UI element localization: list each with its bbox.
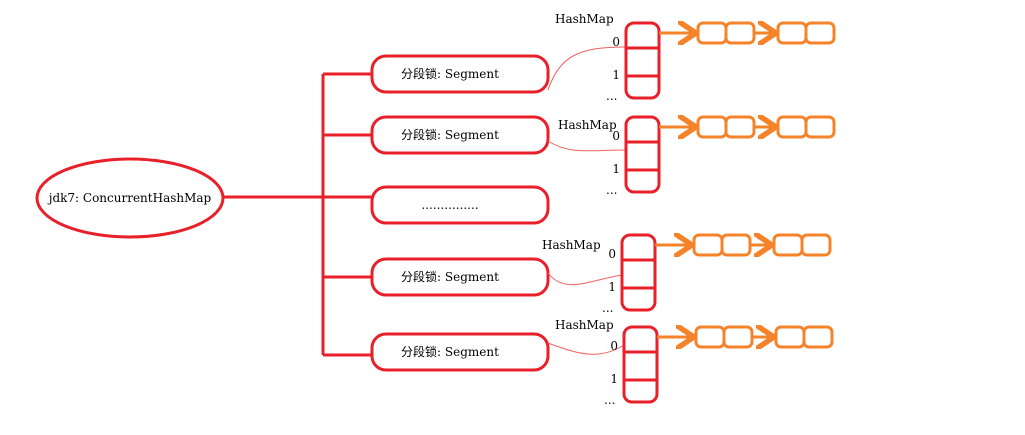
segment-node: 分段锁: Segment HashMap 0 1...	[370, 233, 832, 315]
segment-to-hashmap-link	[547, 140, 627, 152]
segment-placeholder: ...............	[370, 185, 550, 225]
segment-label: 分段锁: Segment	[401, 66, 499, 81]
bucket-index: 1	[608, 280, 616, 294]
list-node	[776, 115, 808, 139]
hashmap-label: HashMap	[542, 238, 601, 252]
list-node	[804, 21, 836, 45]
segment-label: 分段锁: Segment	[401, 127, 499, 142]
linked-list	[655, 233, 832, 257]
hashmap: HashMap 0 1...	[542, 233, 832, 315]
hashmap-table	[620, 233, 657, 312]
bucket-ellipsis: ...	[606, 89, 617, 103]
list-node	[722, 325, 754, 349]
list-node	[724, 21, 756, 45]
hashmap-table	[624, 115, 661, 194]
hashmap: HashMap 0 1...	[547, 318, 834, 407]
list-node	[724, 115, 756, 139]
list-node	[776, 21, 808, 45]
hashmap-label: HashMap	[555, 318, 614, 332]
segment-box	[370, 185, 550, 225]
segment-box	[370, 115, 550, 155]
segment-node: 分段锁: Segment HashMap 0 1...	[370, 12, 836, 103]
segment-box	[370, 332, 550, 372]
list-node	[774, 325, 806, 349]
segment-to-hashmap-link	[547, 46, 627, 91]
segment-to-hashmap-link	[547, 342, 625, 355]
list-node	[802, 325, 834, 349]
bucket-index: 1	[610, 372, 618, 386]
bucket-index: 0	[612, 129, 620, 143]
root-node: jdk7: ConcurrentHashMap	[35, 157, 225, 239]
hashmap-label: HashMap	[558, 118, 617, 132]
list-node	[696, 21, 728, 45]
segment-node: 分段锁: Segment HashMap 0 1...	[370, 318, 834, 407]
segment-box	[370, 54, 550, 94]
linked-list	[659, 21, 836, 45]
root-label: jdk7: ConcurrentHashMap	[47, 191, 212, 205]
linked-list	[657, 325, 834, 349]
hashmap-label: HashMap	[555, 12, 614, 26]
bucket-index: 0	[612, 35, 620, 49]
segment-to-hashmap-link	[547, 272, 623, 286]
list-node	[772, 233, 804, 257]
segment-label: 分段锁: Segment	[401, 269, 499, 284]
bucket-index: 1	[612, 68, 620, 82]
hashmap: HashMap 0 1...	[547, 12, 836, 103]
bucket-index: 1	[612, 162, 620, 176]
list-node	[804, 115, 836, 139]
list-node	[696, 115, 728, 139]
bucket-ellipsis: ...	[602, 301, 613, 315]
list-node	[720, 233, 752, 257]
hashmap-table	[622, 325, 659, 404]
list-node	[694, 325, 726, 349]
segment-box	[370, 257, 550, 297]
hashmap-table	[624, 21, 661, 100]
bucket-index: 0	[608, 247, 616, 261]
segment-label: 分段锁: Segment	[401, 344, 499, 359]
bucket-ellipsis: ...	[604, 393, 615, 407]
tree-connector	[223, 72, 372, 357]
bucket-ellipsis: ...	[606, 183, 617, 197]
list-node	[800, 233, 832, 257]
bucket-index: 0	[610, 339, 618, 353]
list-node	[692, 233, 724, 257]
linked-list	[659, 115, 836, 139]
segment-label: ...............	[421, 198, 478, 212]
